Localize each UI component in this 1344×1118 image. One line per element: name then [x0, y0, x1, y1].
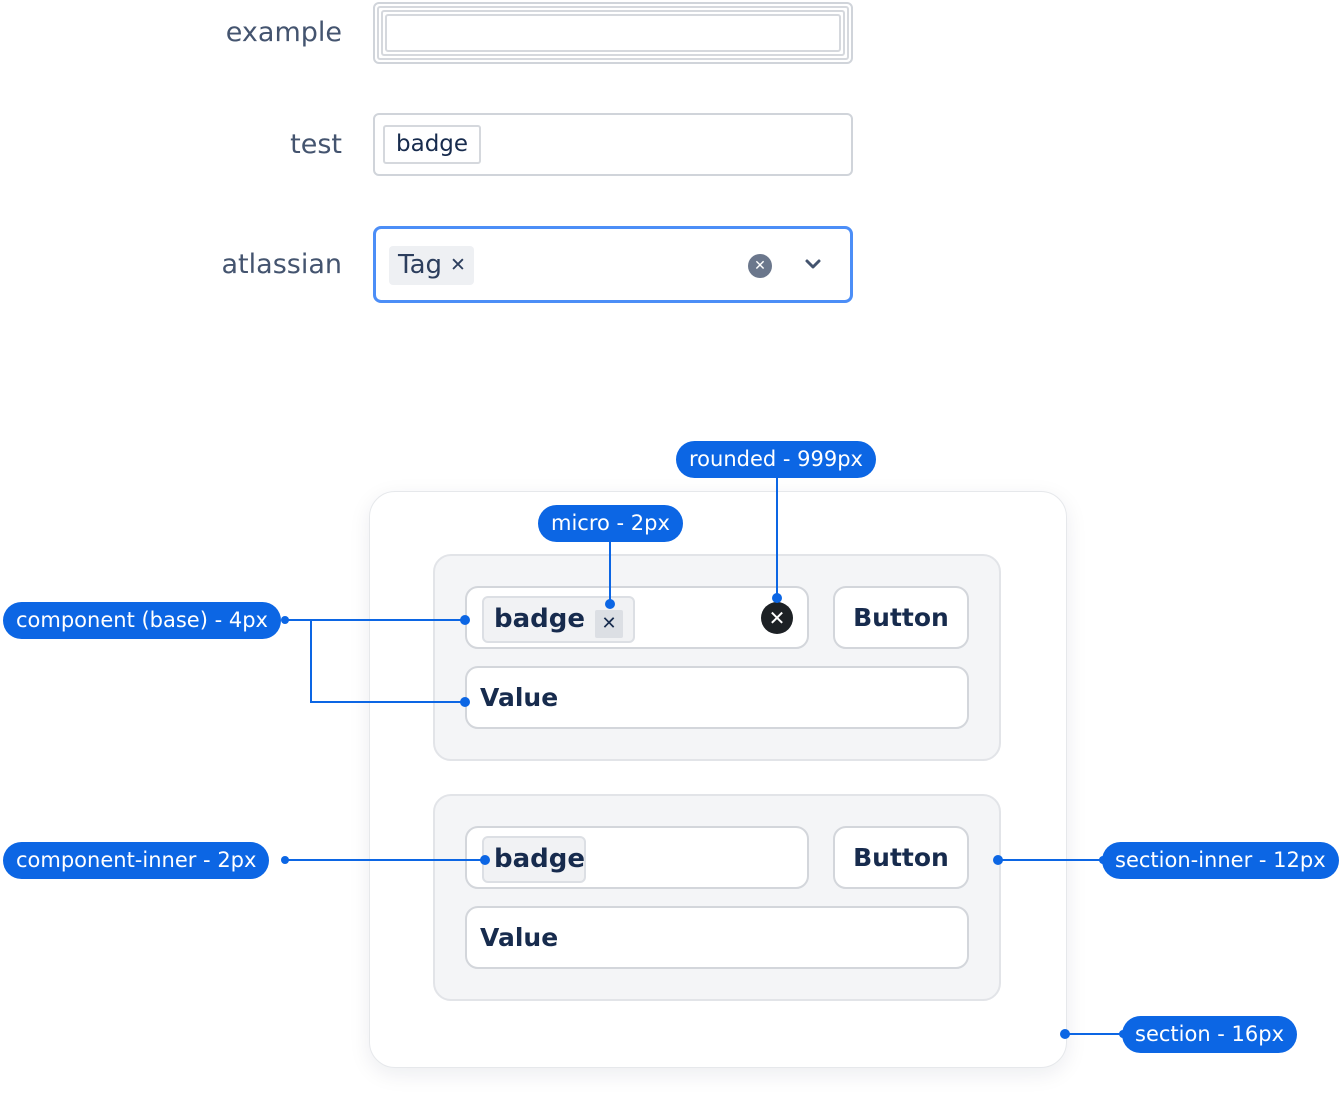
chevron-down-icon[interactable]: [800, 251, 826, 277]
connector-dot: [993, 855, 1003, 865]
button[interactable]: Button: [833, 586, 969, 649]
component-base-connector-2: [310, 620, 465, 703]
close-circle-icon[interactable]: ✕: [761, 602, 793, 634]
row-label-example: example: [225, 17, 342, 48]
row-label-test: test: [290, 129, 342, 160]
value-text: Value: [480, 923, 559, 952]
connector-dot: [480, 855, 490, 865]
tag-label: Tag: [398, 250, 443, 280]
annotation-section: section - 16px: [1122, 1016, 1298, 1053]
connector-dot: [772, 593, 782, 603]
connector-dot: [281, 856, 289, 864]
annotation-rounded: rounded - 999px: [676, 441, 876, 478]
close-icon[interactable]: ✕: [595, 610, 623, 638]
annotation-micro: micro - 2px: [538, 505, 683, 542]
test-field[interactable]: badge: [373, 113, 853, 176]
badge-label: badge: [494, 604, 586, 634]
annotation-component-base: component (base) - 4px: [3, 602, 281, 639]
close-icon[interactable]: ✕: [450, 254, 466, 276]
badge-input[interactable]: badge: [465, 826, 809, 889]
tag-chip: Tag ✕: [389, 246, 474, 285]
nested-border: [385, 14, 841, 52]
badge: badge: [383, 125, 482, 164]
connector-dot: [1060, 1029, 1070, 1039]
annotation-section-inner: section-inner - 12px: [1102, 842, 1339, 879]
badge: badge: [482, 836, 586, 883]
connector-dot: [460, 615, 470, 625]
nested-border: [381, 10, 845, 56]
clear-circle-icon[interactable]: ✕: [748, 254, 772, 278]
button[interactable]: Button: [833, 826, 969, 889]
value-input[interactable]: Value: [465, 906, 969, 969]
row-label-atlassian: atlassian: [221, 249, 342, 280]
value-text: Value: [480, 683, 559, 712]
connector-dot: [460, 697, 470, 707]
badge-label: badge: [494, 844, 586, 874]
annotation-component-inner: component-inner - 2px: [3, 842, 270, 879]
nested-border: [377, 6, 849, 60]
connector-dot: [281, 616, 289, 624]
example-field[interactable]: [373, 2, 853, 64]
connector-dot: [605, 599, 615, 609]
atlassian-select[interactable]: Tag ✕ ✕: [373, 226, 853, 303]
